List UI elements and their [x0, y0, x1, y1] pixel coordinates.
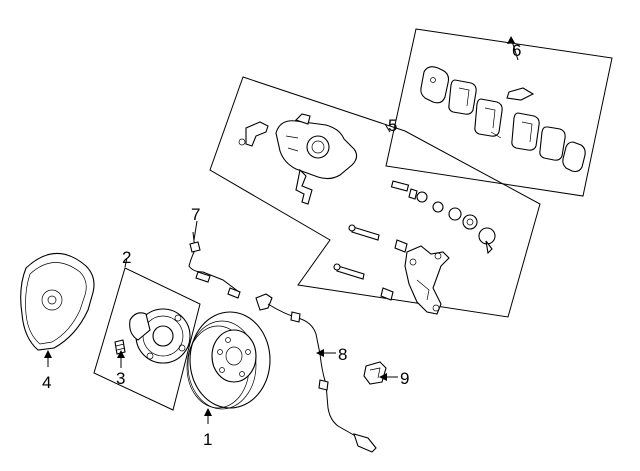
callout-7: 7	[191, 205, 200, 224]
hub-bolt[interactable]	[114, 339, 126, 355]
callout-5: 5	[388, 116, 397, 135]
callout-9: 9	[400, 369, 409, 388]
brake-rotor[interactable]	[186, 311, 271, 410]
callout-6: 6	[512, 41, 521, 60]
caliper-pin-kit[interactable]	[333, 180, 496, 301]
callout-4: 4	[42, 373, 51, 392]
hub-group-panel	[93, 267, 201, 411]
brake-pad-set[interactable]	[420, 66, 586, 173]
caliper-bracket[interactable]	[404, 245, 450, 315]
callout-3: 3	[116, 369, 125, 388]
brake-hose[interactable]	[188, 231, 241, 299]
callout-1: 1	[203, 430, 212, 449]
hub-bearing-assembly[interactable]	[129, 308, 191, 364]
leader-lines	[44, 36, 519, 424]
splash-shield[interactable]	[20, 253, 95, 351]
caliper-group-panel	[209, 76, 541, 318]
caliper-assembly[interactable]	[238, 113, 496, 315]
callout-8: 8	[338, 345, 347, 364]
abs-sensor[interactable]	[255, 293, 377, 453]
sensor-bracket[interactable]	[363, 361, 387, 385]
callout-2: 2	[122, 248, 131, 267]
brake-pad-group-panel	[385, 28, 613, 197]
